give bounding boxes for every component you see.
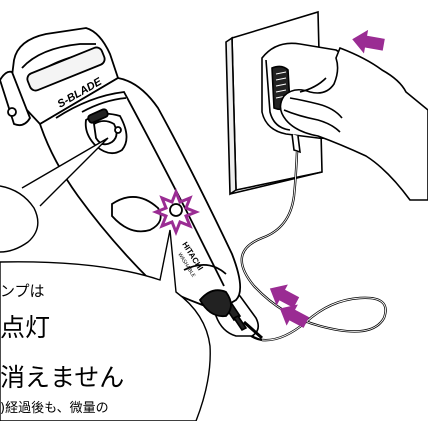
- callout-line-4: )経過後も、微量の: [0, 401, 109, 416]
- hand: [279, 46, 428, 201]
- shaver: [0, 27, 242, 318]
- bottom-callout-bubble: [0, 229, 211, 421]
- callout-line-2: 点灯: [0, 313, 50, 342]
- insert-arrow-top: [352, 29, 385, 54]
- charge-lamp-indicator: [151, 187, 201, 237]
- callout-line-1: ンプは: [0, 282, 45, 300]
- callout-line-3: 消えません: [0, 363, 124, 392]
- left-callout-bubble: [0, 137, 109, 253]
- callout-text-block: ンプは 点灯 消えません )経過後も、微量の: [0, 282, 124, 416]
- insert-arrow-bottom: [269, 284, 310, 328]
